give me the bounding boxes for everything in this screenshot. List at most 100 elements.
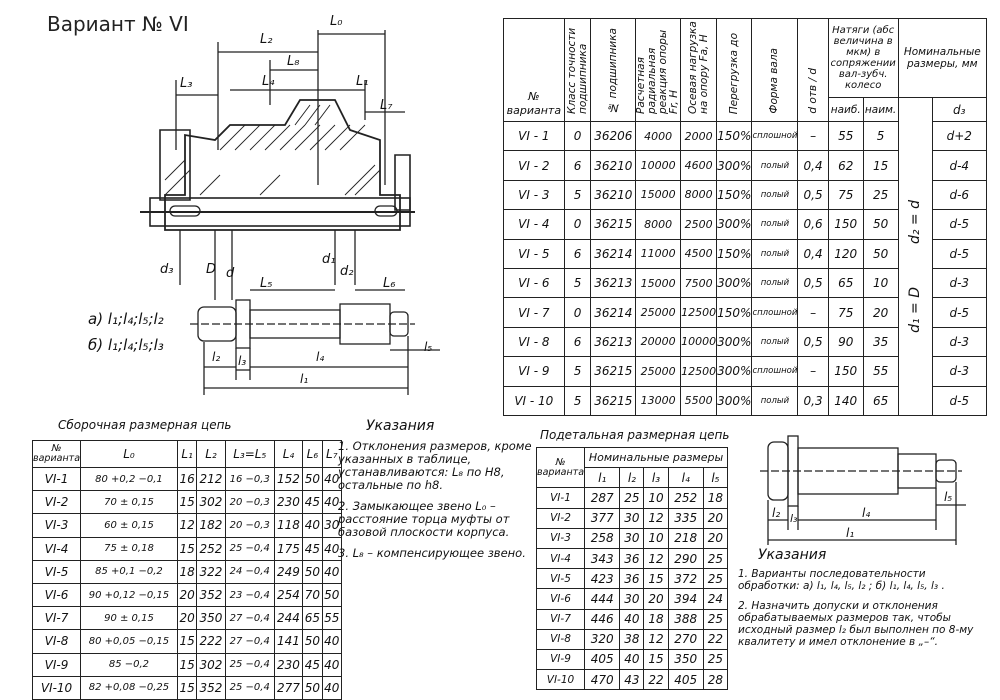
assembly-cell: 40: [321, 652, 343, 677]
header-ratio: d отв / d: [797, 18, 829, 122]
assembly-cell: 182: [196, 513, 226, 538]
assembly-cell: VI-5: [31, 559, 82, 584]
detail-cell: 25: [702, 648, 729, 671]
label-l1: l₁: [300, 372, 309, 386]
assembly-cell: VI-2: [31, 490, 82, 515]
cell-over: 150%: [716, 297, 753, 328]
cell-over: 300%: [716, 209, 753, 240]
cell-min: 50: [862, 238, 899, 269]
cell-d3: d-6: [931, 179, 988, 211]
header-side: [897, 97, 933, 122]
label-d2: d₂: [340, 264, 354, 279]
detail-cell: 25: [619, 487, 645, 509]
cell-d3: d-4: [931, 150, 988, 181]
cell-num: 36214: [590, 238, 637, 269]
cell-fr: 25000: [635, 297, 682, 328]
detail-cell: 218: [667, 527, 704, 549]
assembly-cell: 85 −0,2: [80, 652, 178, 677]
detail-header-variant: № варианта: [535, 446, 586, 489]
detail-cell: 43: [619, 669, 645, 691]
assembly-caption: Сборочная размерная цепь: [58, 418, 232, 432]
detail-cell: 22: [643, 669, 669, 691]
cell-ratio: 0,5: [797, 267, 829, 299]
assembly-cell: VI-9: [31, 652, 82, 677]
assembly-cell: 277: [273, 675, 304, 700]
cell-shape: полый: [751, 209, 799, 240]
detail-cell: 25: [702, 608, 729, 630]
assembly-cell: 230: [273, 490, 304, 515]
cell-fr: 4000: [635, 120, 682, 152]
detail-cell: VI-2: [535, 507, 586, 529]
assembly-cell: VI-6: [31, 582, 82, 608]
cell-ratio: 0,4: [797, 238, 829, 269]
assembly-cell: 352: [196, 675, 226, 700]
detail-cell: VI-9: [535, 648, 586, 671]
assembly-cell: 27 −0,4: [224, 606, 275, 631]
assembly-cell: 90 +0,12 −0,15: [80, 582, 178, 608]
assembly-cell: 45: [302, 652, 323, 677]
label-L3: L₃: [180, 76, 193, 91]
assembly-cell: 40: [302, 513, 323, 538]
cell-min: 5: [862, 120, 899, 152]
cell-fa: 7500: [680, 267, 718, 299]
cell-shape: полый: [751, 150, 799, 181]
header-class: Класс точности подшипника: [563, 18, 592, 122]
cell-fr: 25000: [635, 356, 682, 387]
detail-cell: 423: [584, 568, 621, 590]
cell-fa: 8000: [680, 179, 718, 211]
detail-cell: 40: [619, 648, 645, 671]
assembly-header: L₆: [302, 440, 323, 468]
assembly-cell: 302: [196, 652, 226, 677]
cell-v: VI - 6: [503, 267, 565, 299]
cell-over: 300%: [716, 356, 753, 387]
detail-cell: 270: [667, 628, 704, 650]
detail-header: l₄: [667, 467, 704, 489]
cell-ratio: –: [797, 297, 829, 328]
cell-d3: d-3: [931, 356, 988, 387]
label-l3: l₃: [238, 354, 247, 368]
cell-ratio: 0,5: [797, 326, 829, 358]
assembly-cell: 70 ± 0,15: [80, 490, 178, 515]
detail-cell: 252: [667, 487, 704, 509]
detail-cell: VI-8: [535, 628, 586, 650]
detail-cell: 446: [584, 608, 621, 630]
cell-ratio: –: [797, 356, 829, 387]
cell-fr: 20000: [635, 326, 682, 358]
cell-min: 55: [862, 356, 899, 387]
cell-v: VI - 10: [503, 385, 565, 416]
assembly-cell: 30: [321, 513, 343, 538]
assembly-cell: 20 −0,3: [224, 513, 275, 538]
assembly-cell: 55: [321, 606, 343, 631]
assembly-cell: 80 +0,2 −0,1: [80, 466, 178, 492]
assembly-cell: 322: [196, 559, 226, 584]
label-L0: L₀: [330, 14, 343, 29]
cell-d3: d-3: [931, 267, 988, 299]
notes-center-heading: Указания: [366, 418, 435, 434]
cell-over: 300%: [716, 385, 753, 416]
assembly-cell: 27 −0,4: [224, 629, 275, 654]
assembly-cell: 249: [273, 559, 304, 584]
assembly-cell: 302: [196, 490, 226, 515]
assembly-cell: 15: [176, 536, 198, 561]
cell-max: 90: [827, 326, 864, 358]
notes-center: 1. Отклонения размеров, кроме указанных …: [338, 440, 534, 560]
label-d1: d₁: [322, 252, 336, 267]
cell-max: 150: [827, 209, 864, 240]
cell-over: 300%: [716, 150, 753, 181]
assembly-cell: 254: [273, 582, 304, 608]
cell-v: VI - 7: [503, 297, 565, 328]
cell-cls: 5: [563, 356, 592, 387]
cell-num: 36210: [590, 150, 637, 181]
assembly-cell: 352: [196, 582, 226, 608]
detail-cell: VI-7: [535, 608, 586, 630]
label-seq-a: а) l₁;l₄;l₅;l₂: [88, 310, 164, 328]
